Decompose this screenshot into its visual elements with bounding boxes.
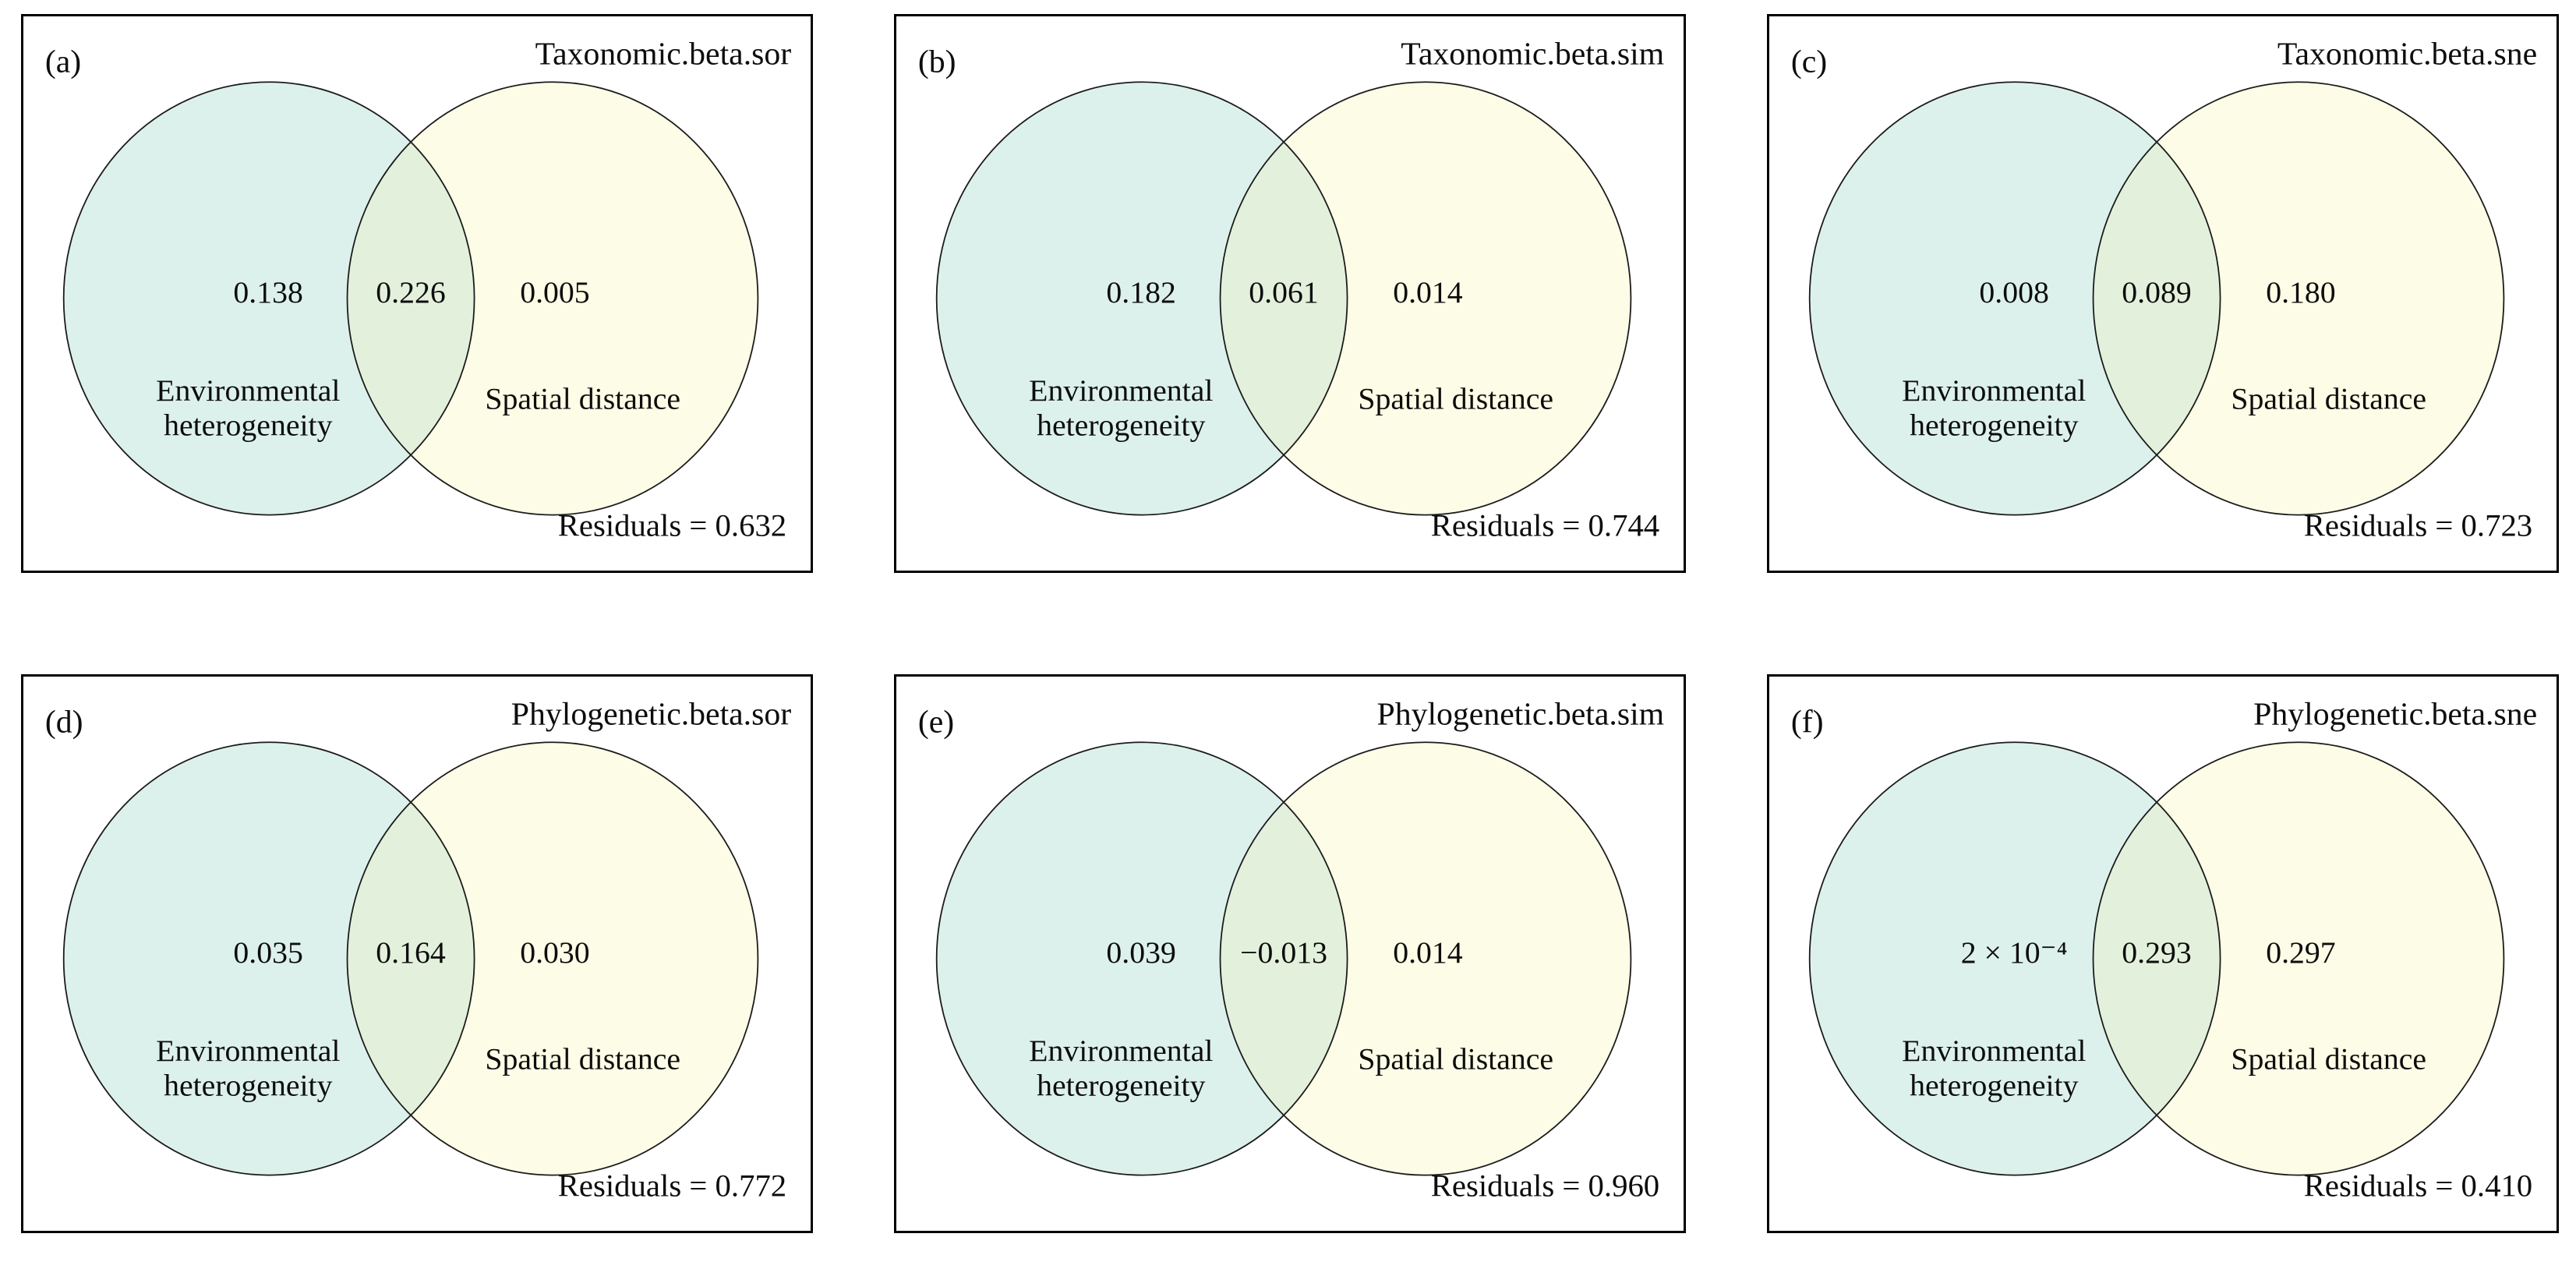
environment-circle [936,742,1348,1175]
environment-value: 0.138 [233,275,302,309]
venn-diagram-c: (c) Taxonomic.beta.sne 0.008 0.089 0.180… [1791,37,2537,543]
spatial-label: Spatial distance [1358,1042,1553,1076]
residuals-text: Residuals = 0.410 [2304,1168,2532,1203]
spatial-circle [347,82,758,515]
venn-diagram-b: (b) Taxonomic.beta.sim 0.182 0.061 0.014… [918,37,1664,543]
panel-title: Phylogenetic.beta.sne [2253,697,2537,733]
spatial-circle-outline [2092,741,2505,1176]
spatial-circle [2093,742,2504,1175]
spatial-label: Spatial distance [1358,382,1553,416]
panel-letter: (d) [45,704,83,740]
spatial-circle [347,742,758,1175]
overlap-value: 0.061 [1249,275,1318,309]
environment-label-line2: heterogeneity [1037,408,1205,443]
spatial-label: Spatial distance [2231,1042,2426,1076]
spatial-value: 0.030 [520,935,589,970]
spatial-value: 0.014 [1393,935,1463,970]
panel-letter: (c) [1791,44,1827,80]
environment-value: 0.008 [1979,275,2048,309]
spatial-value: 0.005 [520,275,589,309]
venn-diagram-f: (f) Phylogenetic.beta.sne 2 × 10⁻⁴ 0.293… [1791,697,2537,1204]
environment-label-line2: heterogeneity [164,1069,332,1103]
panel-d: (d) Phylogenetic.beta.sor 0.035 0.164 0.… [21,674,813,1233]
panel-a: (a) Taxonomic.beta.sor 0.138 0.226 0.005… [21,14,813,573]
spatial-circle-outline [2092,81,2505,516]
spatial-label: Spatial distance [485,1042,680,1076]
environment-circle-outline [1808,741,2221,1176]
spatial-circle-outline [1219,741,1632,1176]
venn-diagram-d: (d) Phylogenetic.beta.sor 0.035 0.164 0.… [45,697,791,1204]
spatial-value: 0.180 [2266,275,2335,309]
residuals-text: Residuals = 0.960 [1431,1168,1659,1203]
environment-label-line1: Environmental [1029,373,1213,408]
spatial-circle [1220,82,1631,515]
overlap-value: 0.089 [2122,275,2191,309]
spatial-value: 0.297 [2266,935,2335,970]
environment-label-line2: heterogeneity [1910,408,2078,443]
panel-f: (f) Phylogenetic.beta.sne 2 × 10⁻⁴ 0.293… [1767,674,2559,1233]
venn-diagram-a: (a) Taxonomic.beta.sor 0.138 0.226 0.005… [45,37,792,543]
venn-diagram-e: (e) Phylogenetic.beta.sim 0.039 −0.013 0… [918,697,1665,1204]
environment-label-line1: Environmental [156,1034,340,1068]
spatial-circle-outline [346,741,759,1176]
environment-circle-outline [935,741,1348,1176]
spatial-circle [1220,742,1631,1175]
environment-label-line2: heterogeneity [164,408,332,443]
panel-title: Taxonomic.beta.sne [2277,37,2537,72]
environment-value: 2 × 10⁻⁴ [1961,935,2068,970]
spatial-circle-outline [346,81,759,516]
environment-circle-outline [1808,81,2221,516]
overlap-value: 0.226 [376,275,445,309]
environment-label-line2: heterogeneity [1037,1069,1205,1103]
environment-label-line1: Environmental [156,373,340,408]
environment-circle [1809,82,2221,515]
environment-circle-outline [935,81,1348,516]
panel-grid: (a) Taxonomic.beta.sor 0.138 0.226 0.005… [21,14,2559,1233]
panel-letter: (a) [45,44,81,80]
environment-value: 0.035 [233,935,302,970]
overlap-value: 0.293 [2122,935,2191,970]
environment-circle [63,742,475,1175]
environment-value: 0.039 [1106,935,1175,970]
environment-circle [936,82,1348,515]
environment-circle-outline [62,81,475,516]
residuals-text: Residuals = 0.744 [1431,507,1659,543]
environment-circle-outline [62,741,475,1176]
environment-label-line1: Environmental [1902,373,2086,408]
environment-circle [63,82,475,515]
spatial-circle-outline [1219,81,1632,516]
overlap-value: 0.164 [376,935,446,970]
environment-label-line1: Environmental [1029,1034,1213,1068]
spatial-value: 0.014 [1393,275,1463,309]
panel-letter: (b) [918,44,956,80]
spatial-circle [2093,82,2504,515]
residuals-text: Residuals = 0.723 [2304,507,2532,543]
panel-letter: (f) [1791,704,1824,740]
panel-title: Phylogenetic.beta.sor [511,697,791,733]
panel-title: Taxonomic.beta.sim [1401,37,1664,72]
environment-label-line1: Environmental [1902,1034,2086,1068]
overlap-value: −0.013 [1240,935,1327,970]
panel-title: Phylogenetic.beta.sim [1377,697,1665,733]
residuals-text: Residuals = 0.772 [558,1168,786,1203]
residuals-text: Residuals = 0.632 [558,507,786,543]
panel-c: (c) Taxonomic.beta.sne 0.008 0.089 0.180… [1767,14,2559,573]
panel-letter: (e) [918,704,954,740]
panel-b: (b) Taxonomic.beta.sim 0.182 0.061 0.014… [894,14,1686,573]
environment-circle [1809,742,2221,1175]
environment-value: 0.182 [1106,275,1175,309]
environment-label-line2: heterogeneity [1910,1069,2078,1103]
panel-title: Taxonomic.beta.sor [535,37,792,72]
spatial-label: Spatial distance [485,382,680,416]
spatial-label: Spatial distance [2231,382,2426,416]
panel-e: (e) Phylogenetic.beta.sim 0.039 −0.013 0… [894,674,1686,1233]
